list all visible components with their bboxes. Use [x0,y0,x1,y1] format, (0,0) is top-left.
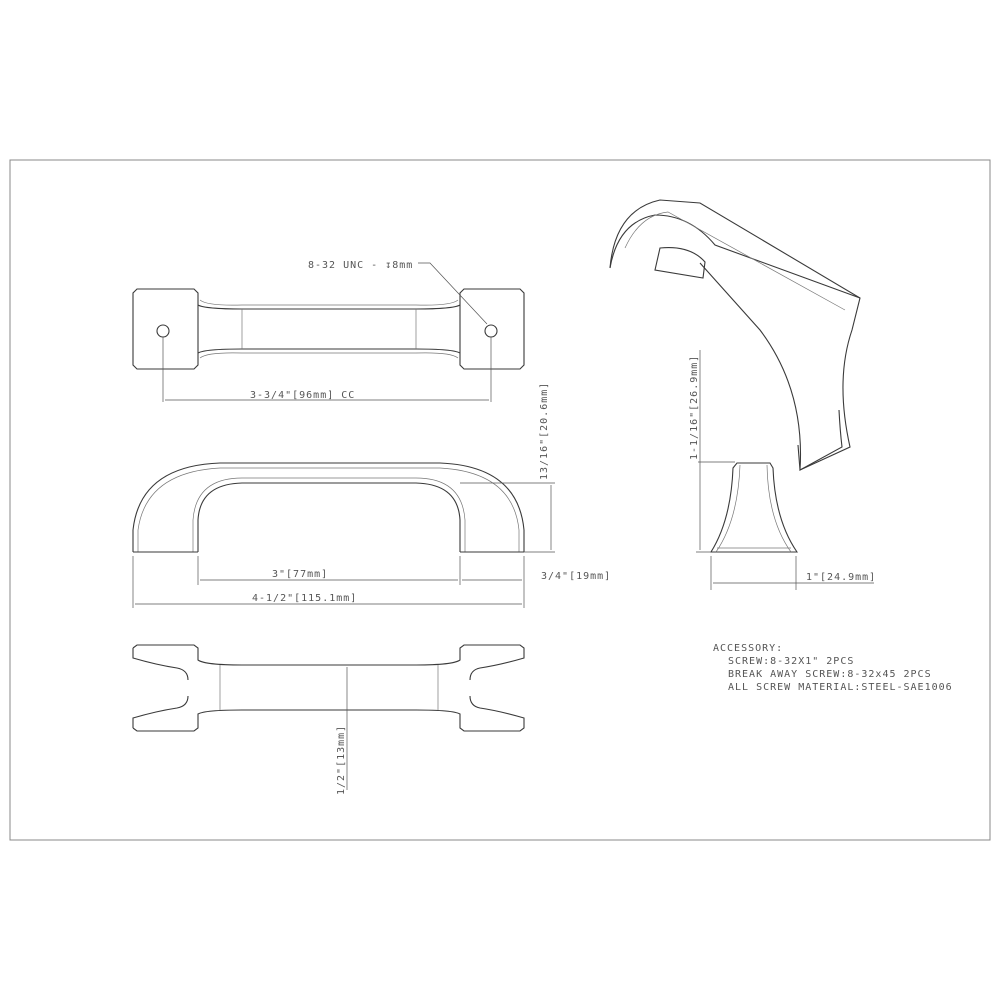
front-view: 3"[77mm] 3/4"[19mm] 4-1/2"[115.1mm] 13/1… [132,382,611,608]
mounting-hole-right [484,324,498,338]
top-view: 8-32 UNC - ↧8mm 3-3/4"[96mm] CC [132,260,525,402]
dim-overall-length: 4-1/2"[115.1mm] [252,593,357,604]
dim-center-to-center: 3-3/4"[96mm] CC [250,390,355,401]
accessory-notes: ACCESSORY: SCREW:8-32X1" 2PCS BREAK AWAY… [713,643,953,693]
dim-inner-length: 3"[77mm] [272,569,328,580]
accessory-line: ALL SCREW MATERIAL:STEEL-SAE1006 [728,682,953,693]
side-view: 1-1/16"[26.9mm] 1"[24.9mm] [689,350,876,590]
mounting-hole-left [156,324,170,338]
isometric-view [609,199,861,471]
dim-foot-length: 3/4"[19mm] [541,571,611,582]
dim-base-width: 1"[24.9mm] [806,572,876,583]
accessory-line: SCREW:8-32X1" 2PCS [728,656,854,667]
dim-width: 1/2"[13mm] [336,725,347,795]
dim-height: 13/16"[20.6mm] [539,382,550,480]
accessory-title: ACCESSORY: [713,643,783,654]
drawing-border [9,159,991,841]
accessory-line: BREAK AWAY SCREW:8-32x45 2PCS [728,669,932,680]
thread-callout: 8-32 UNC - ↧8mm [308,260,413,271]
bottom-view: 1/2"[13mm] [132,644,525,795]
dim-side-height: 1-1/16"[26.9mm] [689,355,700,460]
